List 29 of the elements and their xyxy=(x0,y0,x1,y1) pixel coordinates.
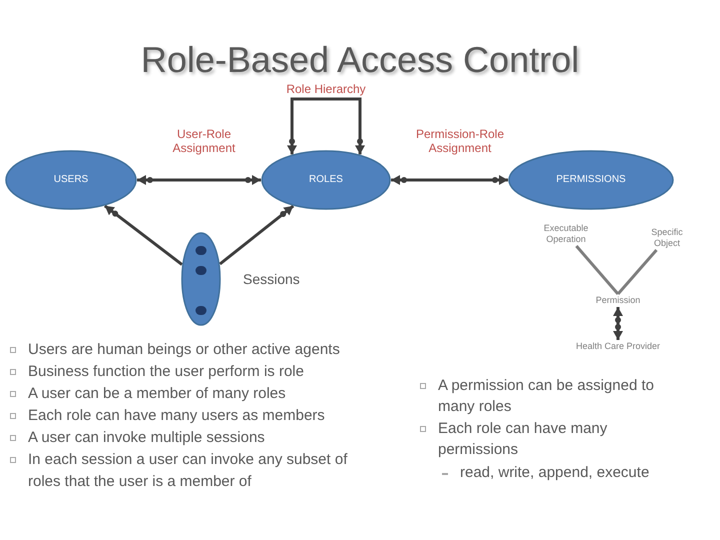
connector-line xyxy=(575,245,620,295)
diagram-label: Health Care Provider xyxy=(562,340,674,353)
loop-arrow xyxy=(287,98,365,154)
arrow xyxy=(104,204,183,266)
double-arrow xyxy=(613,307,623,340)
diagram-label: Specific Object xyxy=(640,226,694,250)
ellipse-node xyxy=(261,150,391,210)
bullet-text: A user can invoke multiple sessions xyxy=(28,428,266,448)
bullet-text: Users are human beings or other active agents xyxy=(28,340,341,360)
bullet-text: In each session a user can invoke any subset of roles that the user is a member of xyxy=(28,450,348,492)
bullet-text: read, write, append, execute xyxy=(460,463,650,483)
diagram-label: Permission xyxy=(590,294,646,307)
connector-line xyxy=(616,249,658,295)
node-label: ROLES xyxy=(309,174,343,186)
arrow xyxy=(219,204,294,266)
double-arrow xyxy=(391,175,508,185)
node-caption: Sessions xyxy=(243,271,300,287)
bullet-text: A permission can be assigned to many roles xyxy=(438,376,655,417)
slide-title: Role-Based Access Control xyxy=(140,40,580,80)
node-label: PERMISSIONS xyxy=(556,174,626,186)
session-ellipse xyxy=(181,232,221,326)
ellipse-node xyxy=(5,150,137,210)
bullet-text: A user can be a member of many roles xyxy=(28,384,287,404)
diagram-label: Executable Operation xyxy=(530,222,602,246)
bullet-text: Each role can have many users as members xyxy=(28,406,326,426)
bullet-text: Business function the user perform is role xyxy=(28,362,305,382)
ellipse-node xyxy=(508,150,674,210)
double-arrow xyxy=(137,175,261,185)
node-label: USERS xyxy=(54,174,88,186)
